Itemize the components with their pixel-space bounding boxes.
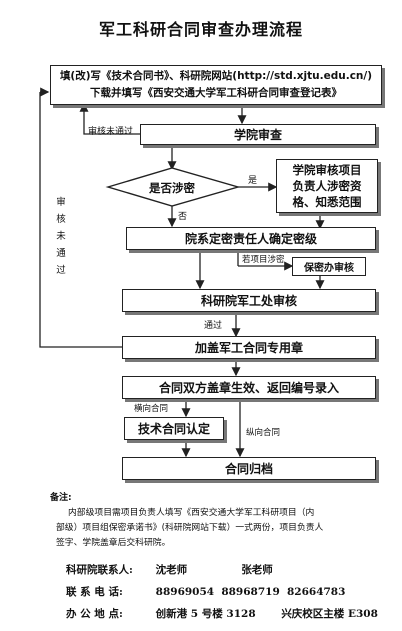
page-title: 军工科研合同审查办理流程 [98, 20, 303, 39]
contact-office-label: 办 公 地 点: [66, 608, 123, 620]
contact-phone-label: 联 系 电 话: [66, 586, 123, 598]
contact-office-row: 办 公 地 点: 创新港 5 号楼 3128 兴庆校区主楼 E308 [66, 606, 378, 621]
label-review-not-pass: 审核未通过 [88, 127, 134, 137]
notes-heading: 备注: [50, 493, 72, 503]
step-tech-contract: 技术合同认定 [124, 417, 224, 440]
label-vertical-contract: 纵向合同 [246, 428, 281, 438]
notes: 备注: 内部级项目需项目负责人填写《西安交通大学军工科研项目（内 部级）项目组保… [50, 491, 386, 551]
step-fill-form: 填(改)写《技术合同书》、科研院网站(http://std.xjtu.edu.c… [50, 65, 382, 105]
contact-person-label: 科研院联系人: [66, 564, 133, 576]
step-review-items-line3: 格、知悉范围 [292, 195, 362, 209]
step-college-review: 学院审查 [140, 124, 376, 145]
step-secrecy-review: 保密办审核 [292, 257, 366, 276]
step-archive: 合同归档 [122, 457, 376, 480]
notes-line3: 签字、学院盖章后交科研院。 [56, 538, 171, 548]
step-effect: 合同双方盖章生效、返回编号录入 [122, 376, 376, 399]
label-horizontal-contract: 横向合同 [134, 404, 169, 414]
label-left-review-not-pass: 审 核 未 通 过 [56, 197, 66, 276]
left-loop-line [39, 92, 122, 348]
step-review-items: 学院审核项目 负责人涉密资 格、知悉范围 [276, 159, 378, 213]
contact-person1: 沈老师 [155, 564, 188, 576]
notes-line2: 部级）项目组保密承诺书》(科研院网站下载）一式两份，项目负责人 [56, 523, 324, 533]
notes-line1: 内部级项目需项目负责人填写《西安交通大学军工科研项目（内 [68, 508, 315, 518]
contact-office1: 创新港 5 号楼 3128 [155, 608, 256, 620]
label-passed: 通过 [204, 321, 223, 331]
contact-person-row: 科研院联系人: 沈老师 张老师 [66, 562, 273, 577]
step-review-items-line1: 学院审核项目 [292, 163, 362, 177]
contact-phone1: 88969054 [155, 586, 215, 598]
label-if-secret: 若项目涉密 [242, 255, 285, 265]
step-fill-form-line2: 下载并填写《西安交通大学军工科研合同审查登记表》 [90, 87, 342, 99]
decision-label: 是否涉密 [149, 181, 195, 195]
label-yes: 是 [248, 176, 258, 186]
contact-person2: 张老师 [241, 564, 273, 576]
contact-phone3: 82664783 [286, 586, 346, 598]
arrow-review-not-pass [79, 102, 140, 135]
step-fill-form-line1: 填(改)写《技术合同书》、科研院网站(http://std.xjtu.edu.c… [59, 70, 373, 82]
contact-phone-row: 联 系 电 话: 88969054 88968719 82664783 [66, 584, 345, 599]
contact-phone2: 88968719 [221, 586, 280, 598]
step-military-office: 科研院军工处审核 [122, 289, 376, 312]
label-no: 否 [178, 212, 188, 222]
step-review-items-line2: 负责人涉密资 [292, 179, 362, 193]
step-seal: 加盖军工合同专用章 [122, 336, 376, 359]
contact-office2: 兴庆校区主楼 E308 [281, 608, 378, 620]
step-dept-confirm: 院系定密责任人确定密级 [126, 227, 376, 250]
